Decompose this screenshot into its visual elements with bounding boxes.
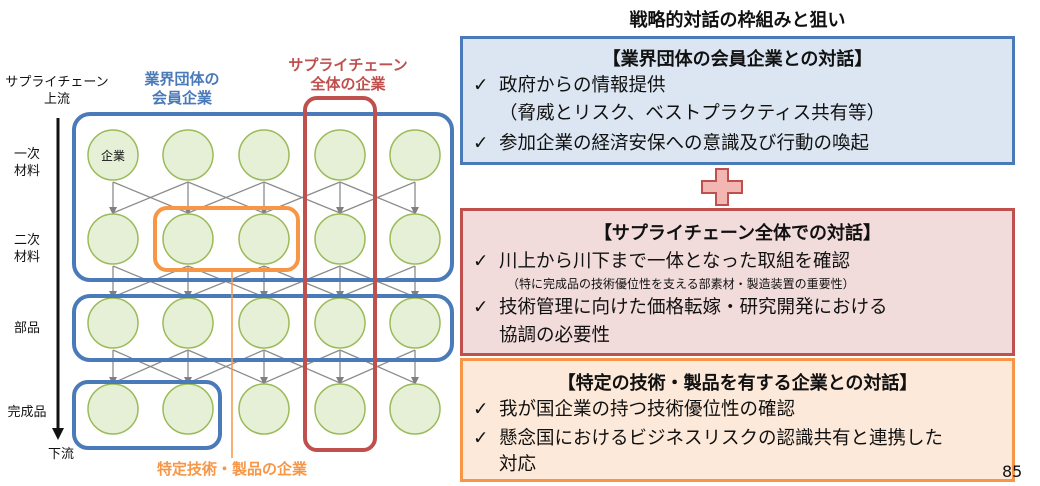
company-node [389,129,441,181]
company-node [238,213,290,265]
parts-group-box [72,294,454,362]
company-node [87,297,139,349]
company-node [162,297,214,349]
panel3-title: 【特定の技術・製品を有する企業との対話】 [557,373,918,394]
check-icon: ✓ [473,428,489,449]
stage-label-primary: 一次 材料 [13,147,40,179]
connector-line [339,181,416,214]
check-icon: ✓ [473,133,489,154]
company-node [314,383,366,435]
specific-tech-group-title: 特定技術・製品の企業 [156,460,307,478]
company-node [314,297,366,349]
company-node-label: 企業 [100,149,125,163]
panel1-title: 【業界団体の会員企業との対話】 [602,49,873,70]
panel2-item2-text: 技術管理に向けた価格転嫁・研究開発における [499,297,888,318]
panel2-item2-cont: 協調の必要性 [499,325,611,346]
connector-line [112,181,189,214]
connector-line [112,349,189,384]
check-icon: ✓ [473,75,489,96]
supply-chain-dialogue-panel: 【サプライチェーン全体での対話】 ✓ 川上から川下まで一体となった取組を確認 （特… [460,208,1015,356]
check-icon: ✓ [473,399,489,420]
company-node [389,213,441,265]
supply-chain-group-box [303,96,377,452]
panel2-item1: ✓ 川上から川下まで一体となった取組を確認 [473,251,850,273]
connector-line [339,349,416,384]
supply-chain-diagram [52,96,454,458]
group-boxes [52,96,454,458]
company-node [238,383,290,435]
page-number: 85 [1002,462,1023,481]
check-icon: ✓ [473,297,489,318]
panel1-item1-sub: （脅威とリスク、ベストプラクティス共有等） [499,103,886,124]
panel2-item2: ✓ 技術管理に向けた価格転嫁・研究開発における [473,297,888,319]
industry-dialogue-panel: 【業界団体の会員企業との対話】 ✓ 政府からの情報提供 （脅威とリスク、ベストプラ… [460,36,1015,165]
panel3-item1-text: 我が国企業の持つ技術優位性の確認 [499,399,796,420]
panel3-item2-text: 懸念国におけるビジネスリスクの認識共有と連携した [499,428,944,449]
stage-label-upstream: サプライチェーン 上流 [5,75,109,107]
stage-label-parts: 部品 [13,321,40,336]
industry-group-title: 業界団体の 会員企業 [144,70,220,107]
panel1-item2-text: 参加企業の経済安保への意識及び行動の喚起 [499,133,870,154]
stage-label-downstream: 下流 [47,447,74,462]
panel1-item2: ✓ 参加企業の経済安保への意識及び行動の喚起 [473,133,869,155]
company-node [389,297,441,349]
panel3-item2-cont: 対応 [499,454,537,475]
panel3-item2: ✓ 懸念国におけるビジネスリスクの認識共有と連携した [473,428,943,450]
stage-label-secondary: 二次 材料 [13,233,40,265]
company-node [314,213,366,265]
connector-line [263,349,341,384]
panel1-item1-text: 政府からの情報提供 [499,75,666,96]
panel2-item1-text: 川上から川下まで一体となった取組を確認 [499,251,850,272]
company-node [162,383,214,435]
panel1-item1: ✓ 政府からの情報提供 [473,75,666,97]
specific-tech-group-box [153,206,300,272]
company-node [87,383,139,435]
specific-tech-dialogue-panel: 【特定の技術・製品を有する企業との対話】 ✓ 我が国企業の持つ技術優位性の確認 ✓… [460,358,1015,482]
connector-line [187,349,265,384]
company-node [87,129,139,181]
company-node [238,297,290,349]
framework-heading: 戦略的対話の枠組みと狙い [629,10,846,31]
plus-icon [701,168,743,206]
stage-label-finished: 完成品 [7,405,47,420]
company-node [162,129,214,181]
panel2-title: 【サプライチェーン全体での対話】 [593,223,882,244]
company-node [162,213,214,265]
company-node [314,129,366,181]
company-node [87,213,139,265]
panel2-item1-note: （特に完成品の技術優位性を支える部素材・製造装置の重要性） [507,277,855,291]
finished-group-box [72,380,222,450]
company-node [238,129,290,181]
check-icon: ✓ [473,251,489,272]
company-node [389,383,441,435]
supply-chain-group-title: サプライチェーン 全体の企業 [288,56,408,93]
panel3-item1: ✓ 我が国企業の持つ技術優位性の確認 [473,399,795,421]
industry-group-box [72,112,454,282]
